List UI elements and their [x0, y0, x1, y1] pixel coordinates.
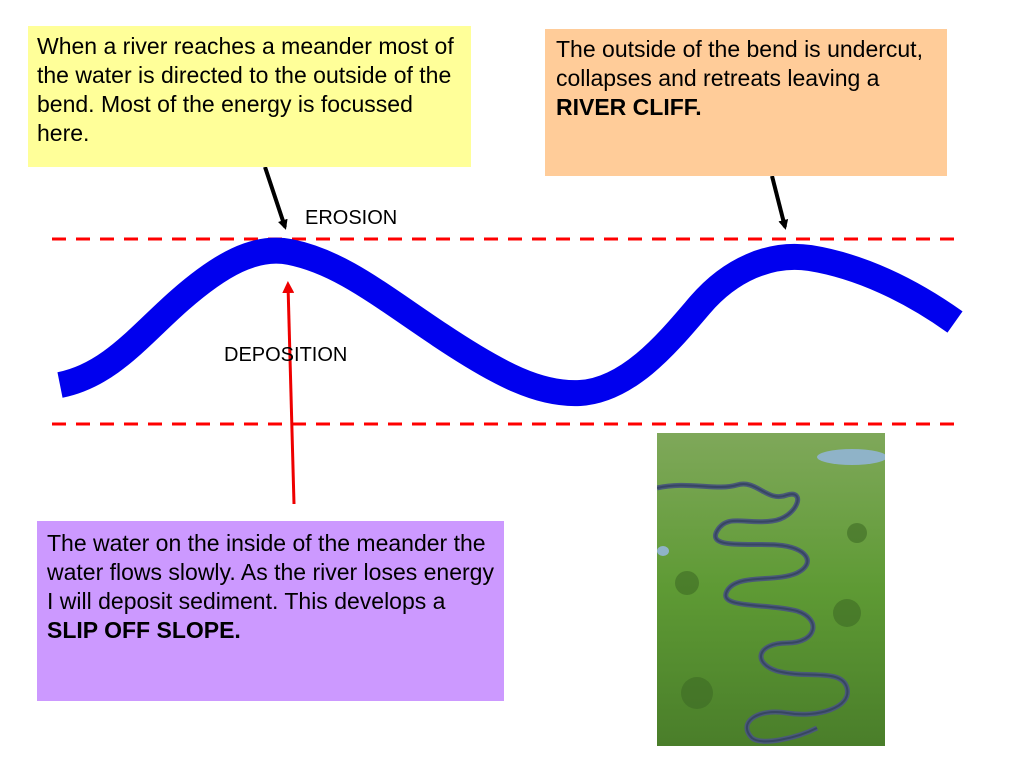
energy-explanation-box: When a river reaches a meander most of t… [28, 26, 471, 167]
erosion-arrow-left [263, 166, 288, 230]
meandering-river-aerial-photo [657, 433, 885, 746]
slip-off-slope-term: SLIP OFF SLOPE. [47, 617, 241, 643]
deposition-label: DEPOSITION [224, 344, 348, 366]
slip-off-slope-text: The water on the inside of the meander t… [47, 530, 494, 614]
river-cliff-box: The outside of the bend is undercut, col… [545, 29, 947, 176]
river-cliff-text: The outside of the bend is undercut, col… [556, 36, 923, 91]
slip-off-slope-box: The water on the inside of the meander t… [37, 521, 504, 701]
deposition-arrow [282, 281, 296, 505]
erosion-label: EROSION [305, 207, 398, 229]
river-cliff-term: RIVER CLIFF. [556, 94, 702, 120]
erosion-arrow-right [770, 175, 789, 230]
river-channel [56, 237, 963, 407]
energy-explanation-text: When a river reaches a meander most of t… [37, 33, 454, 146]
